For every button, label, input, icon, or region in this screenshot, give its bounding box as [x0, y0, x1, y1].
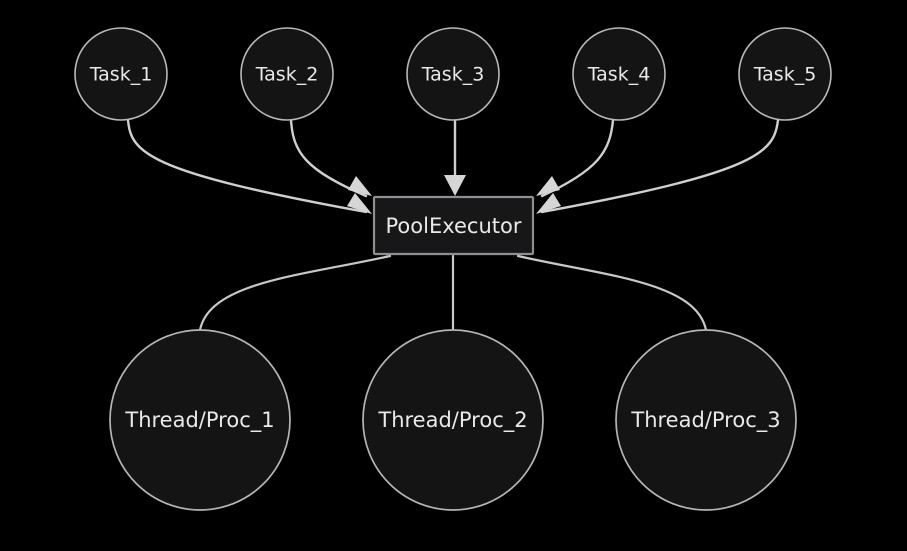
node-pool-executor[interactable]: PoolExecutor [372, 195, 535, 256]
node-worker-1[interactable]: Thread/Proc_1 [109, 329, 291, 511]
edges-executor-to-workers [198, 254, 708, 332]
node-task-1[interactable]: Task_1 [74, 27, 168, 121]
node-task-2-label: Task_2 [255, 64, 319, 86]
arrowhead-task-4-icon [536, 176, 560, 196]
edges-tasks-to-executor [126, 118, 780, 214]
edge-task-5-to-executor [540, 118, 780, 214]
node-pool-executor-label: PoolExecutor [386, 214, 522, 238]
edge-executor-to-worker-1 [198, 254, 392, 332]
node-task-4[interactable]: Task_4 [572, 27, 666, 121]
node-task-2-circle[interactable] [240, 27, 334, 121]
worker-nodes-group: Thread/Proc_1 Thread/Proc_2 Thread/Proc_… [109, 329, 797, 511]
node-worker-3-circle[interactable] [615, 329, 797, 511]
edge-task-2-to-executor [289, 118, 368, 198]
node-task-3[interactable]: Task_3 [406, 27, 500, 121]
arrowhead-task-2-icon [348, 176, 372, 196]
node-task-5[interactable]: Task_5 [738, 27, 832, 121]
node-task-4-circle[interactable] [572, 27, 666, 121]
node-worker-2-label: Thread/Proc_2 [377, 408, 527, 433]
arrowheads-into-executor [347, 175, 561, 214]
arrowhead-task-5-icon [536, 193, 561, 214]
node-task-2[interactable]: Task_2 [240, 27, 334, 121]
node-task-1-circle[interactable] [74, 27, 168, 121]
edge-executor-to-worker-3 [516, 254, 708, 332]
arrowhead-task-3-icon [444, 175, 466, 196]
task-nodes-group: Task_1 Task_2 Task_3 Task_4 Task_5 [74, 27, 832, 121]
node-worker-2-circle[interactable] [362, 329, 544, 511]
node-task-3-label: Task_3 [421, 64, 485, 86]
node-worker-3[interactable]: Thread/Proc_3 [615, 329, 797, 511]
node-task-3-circle[interactable] [406, 27, 500, 121]
node-worker-1-circle[interactable] [109, 329, 291, 511]
node-pool-executor-rect[interactable] [372, 195, 535, 256]
node-task-4-label: Task_4 [587, 64, 651, 86]
node-task-5-label: Task_5 [753, 64, 817, 86]
arrowhead-task-1-icon [347, 193, 372, 214]
node-worker-1-label: Thread/Proc_1 [124, 408, 274, 433]
node-task-1-label: Task_1 [89, 64, 153, 86]
node-worker-2[interactable]: Thread/Proc_2 [362, 329, 544, 511]
edge-task-1-to-executor [126, 118, 368, 214]
node-task-5-circle[interactable] [738, 27, 832, 121]
node-worker-3-label: Thread/Proc_3 [630, 408, 780, 433]
